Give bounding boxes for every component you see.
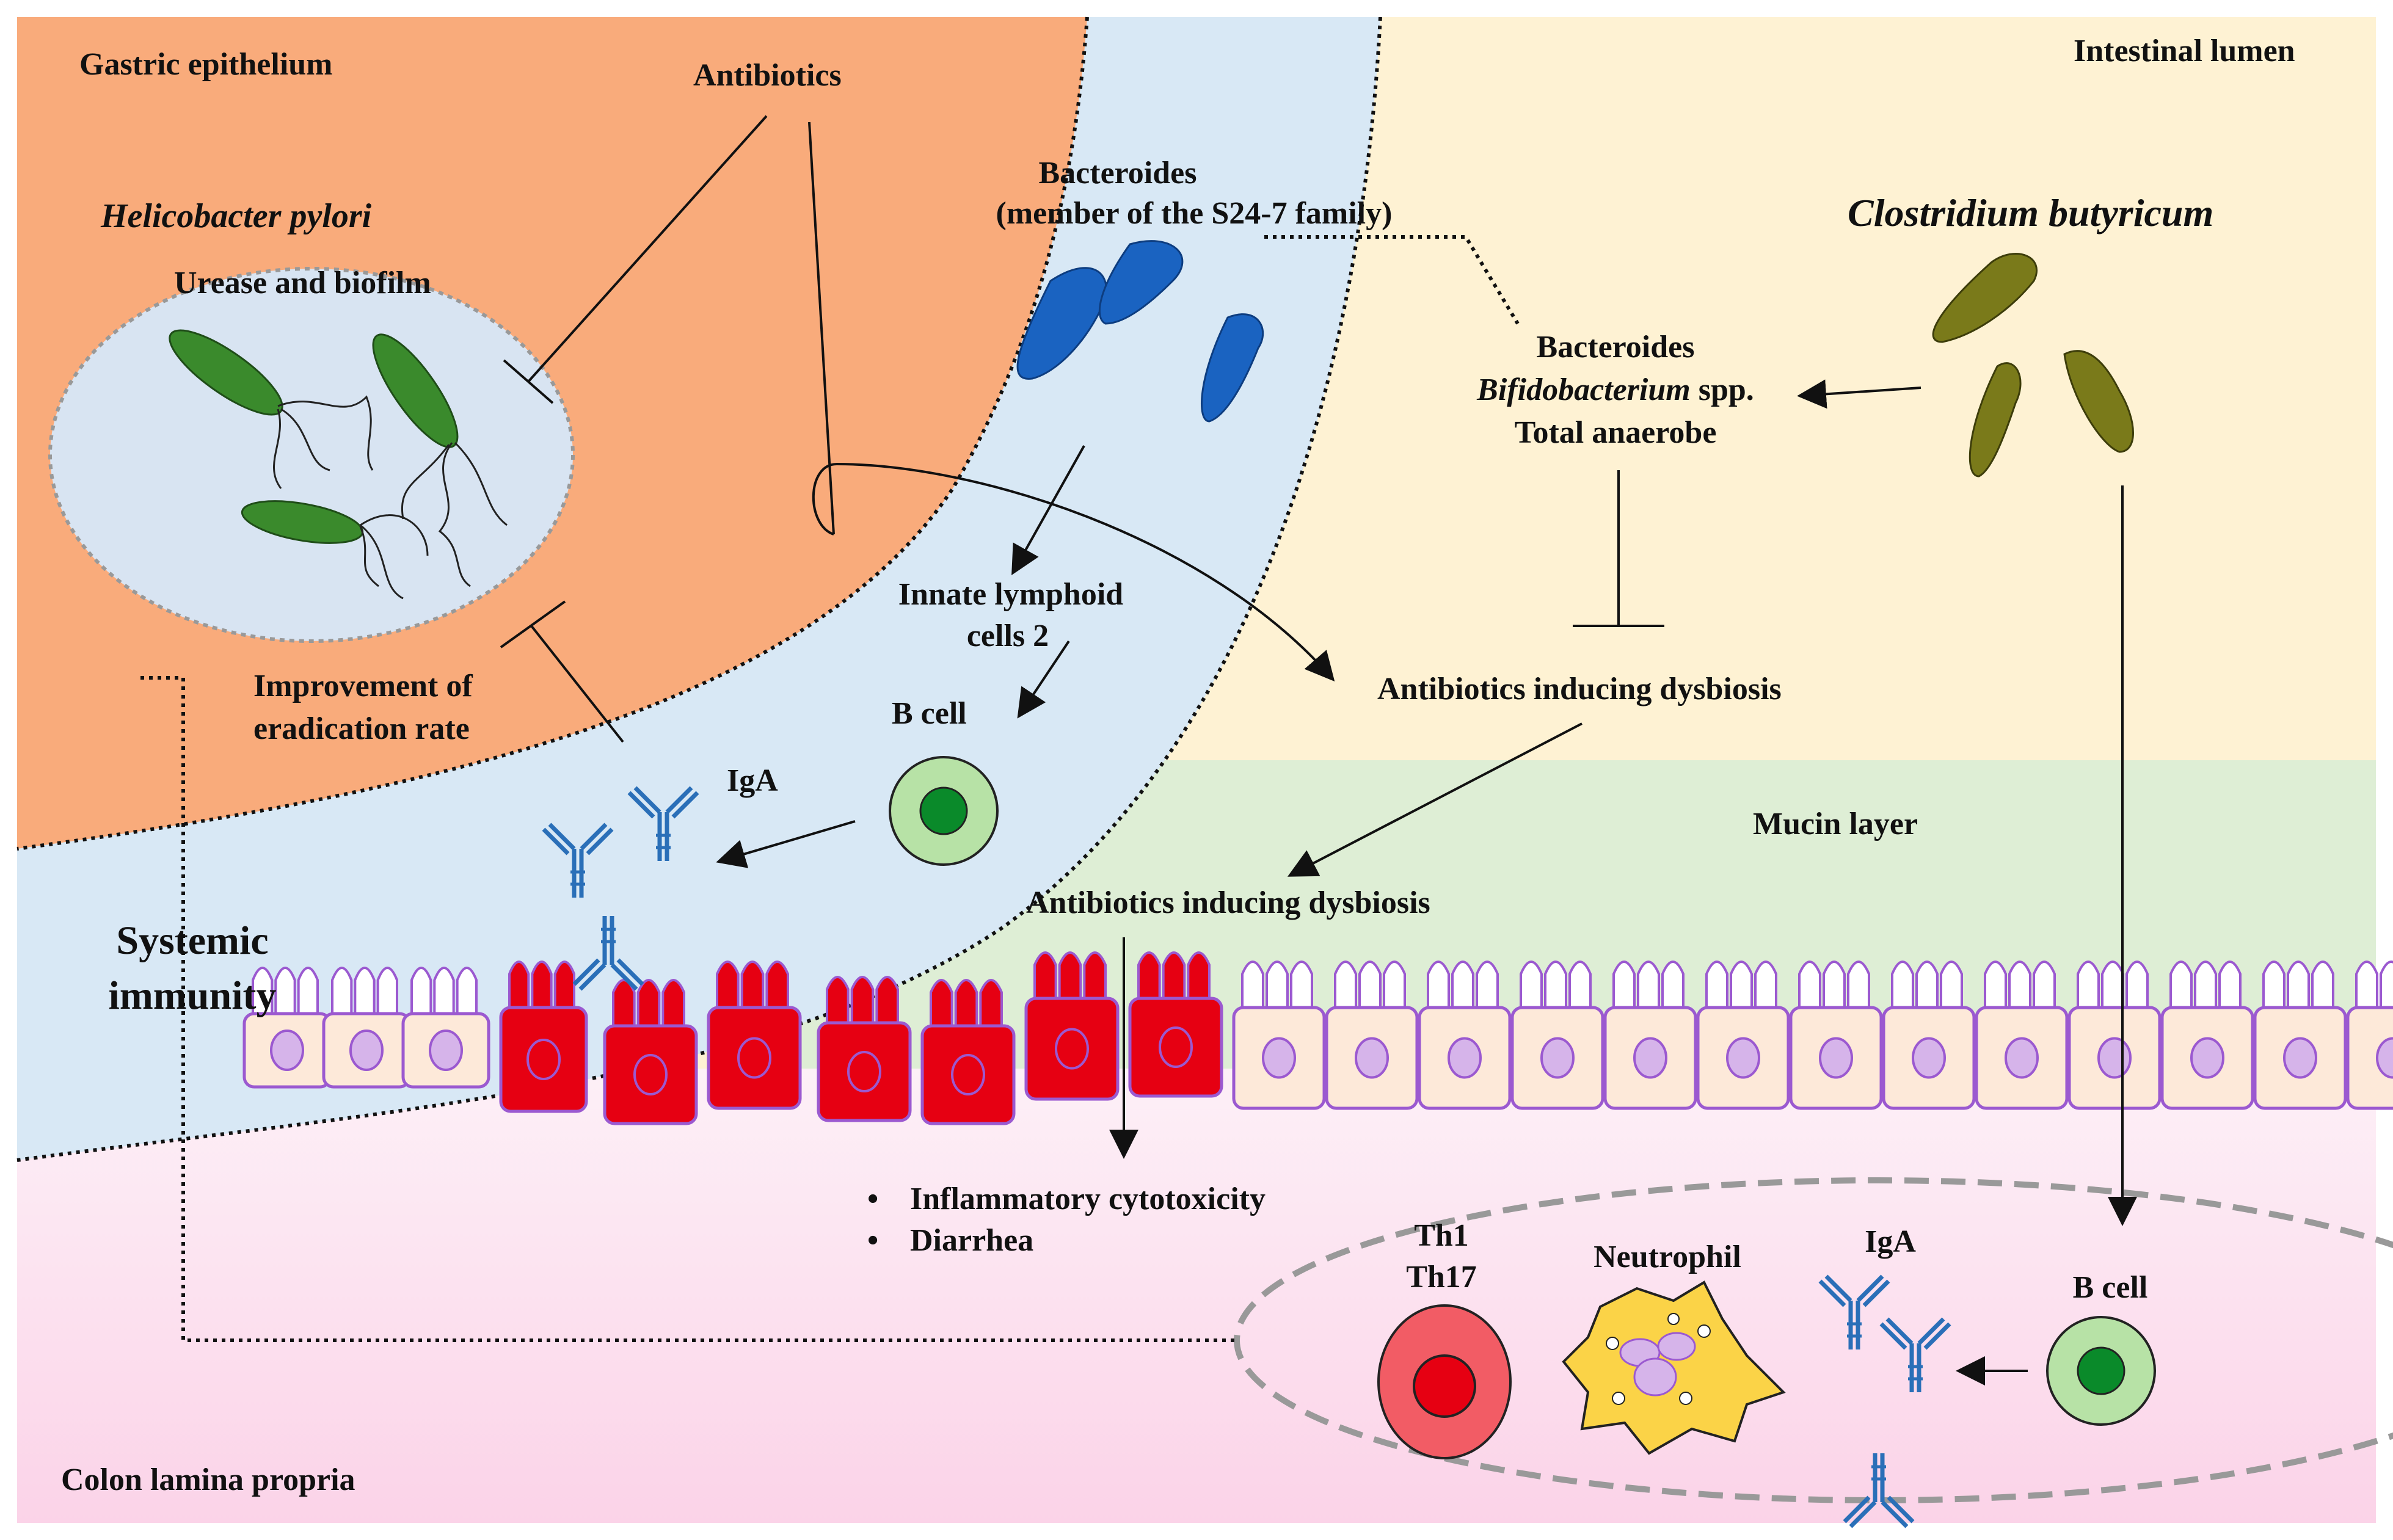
normal-cell bbox=[2253, 961, 2347, 1110]
normal-cell bbox=[2346, 961, 2393, 1110]
eradication-label-2: eradication rate bbox=[253, 711, 470, 746]
neutrophil bbox=[1562, 1280, 1786, 1455]
damaged-cell bbox=[1128, 951, 1223, 1098]
microbes-line-1: Bacteroides bbox=[1537, 330, 1695, 365]
normal-cell bbox=[1325, 961, 1419, 1110]
outcomes-list: • Inflammatory cytotoxicity • Diarrhea bbox=[867, 1182, 1266, 1258]
b-cell-top bbox=[889, 756, 999, 866]
ilc-label-1: Innate lymphoid bbox=[898, 577, 1124, 612]
flagella bbox=[273, 395, 508, 600]
bacteroides-bacteria bbox=[1016, 240, 1264, 423]
gastric-epithelium-label: Gastric epithelium bbox=[79, 47, 333, 82]
damaged-cell bbox=[1024, 951, 1120, 1101]
damaged-cell bbox=[707, 961, 802, 1110]
dotted-connectors bbox=[140, 235, 1520, 1342]
immune-ellipse bbox=[1234, 1177, 2393, 1503]
h-pylori-title: Helicobacter pylori bbox=[100, 197, 372, 235]
systemic-label-2: immunity bbox=[108, 973, 276, 1018]
b-cell-bottom-label: B cell bbox=[2073, 1270, 2148, 1305]
ilc-label-2: cells 2 bbox=[967, 619, 1049, 653]
b-cell-bottom bbox=[2046, 1316, 2156, 1426]
dysbiosis-upper-label: Antibiotics inducing dysbiosis bbox=[1377, 672, 1782, 706]
gastric-boundary bbox=[16, 16, 1089, 851]
eradication-label-1: Improvement of bbox=[253, 669, 473, 703]
iga-bottom-label: IgA bbox=[1865, 1224, 1916, 1259]
svg-text:•: • bbox=[867, 1182, 878, 1216]
iga-top-label: IgA bbox=[727, 763, 778, 798]
dysbiosis-lower-label: Antibiotics inducing dysbiosis bbox=[1026, 885, 1430, 920]
lamina-propria-label: Colon lamina propria bbox=[61, 1462, 355, 1497]
epithelial-cells-normal bbox=[242, 961, 2393, 1110]
microbes-line-3: Total anaerobe bbox=[1515, 415, 1717, 450]
connector-lines bbox=[500, 115, 2137, 1386]
normal-cell bbox=[1696, 961, 1790, 1110]
b-cell-top-label: B cell bbox=[892, 696, 967, 731]
systemic-label-1: Systemic bbox=[116, 918, 268, 963]
th-cell bbox=[1377, 1304, 1512, 1459]
normal-cell bbox=[1603, 961, 1697, 1110]
normal-cell bbox=[1975, 961, 2069, 1110]
normal-cell bbox=[1418, 961, 1512, 1110]
normal-cell bbox=[1882, 961, 1976, 1110]
intestinal-lumen-label: Intestinal lumen bbox=[2074, 34, 2295, 68]
normal-cell bbox=[322, 967, 411, 1089]
urease-biofilm-label: Urease and biofilm bbox=[174, 266, 431, 300]
normal-cell bbox=[1789, 961, 1883, 1110]
h-pylori-bacteria bbox=[169, 329, 459, 544]
antibiotics-label: Antibiotics bbox=[693, 58, 842, 93]
damaged-cell bbox=[817, 976, 912, 1122]
biofilm-ellipse bbox=[48, 267, 575, 643]
clostridium-bacteria bbox=[1932, 253, 2134, 478]
normal-cell bbox=[1510, 961, 1604, 1110]
svg-text:•: • bbox=[867, 1223, 878, 1258]
normal-cell bbox=[2067, 961, 2162, 1110]
neutrophil-label: Neutrophil bbox=[1594, 1240, 1741, 1274]
normal-cell bbox=[242, 967, 332, 1089]
outcome-inflammatory: Inflammatory cytotoxicity bbox=[910, 1182, 1266, 1216]
damaged-cell bbox=[499, 961, 588, 1113]
epithelial-cells-damaged bbox=[499, 951, 1223, 1125]
systemic-boundary bbox=[16, 16, 1382, 1162]
bacteroides-label-2: (member of the S24-7 family) bbox=[996, 196, 1393, 231]
outcome-diarrhea: Diarrhea bbox=[910, 1223, 1033, 1258]
normal-cell bbox=[401, 967, 490, 1089]
clostridium-title: Clostridium butyricum bbox=[1848, 191, 2213, 234]
th1-label: Th1 bbox=[1414, 1218, 1469, 1253]
normal-cell bbox=[1232, 961, 1326, 1110]
th17-label: Th17 bbox=[1406, 1260, 1477, 1295]
mucin-layer-label: Mucin layer bbox=[1753, 807, 1918, 841]
lamina-propria-region bbox=[17, 1069, 2376, 1523]
bacteroides-label-1: Bacteroides bbox=[1039, 156, 1197, 191]
microbes-line-2: Bifidobacterium spp. bbox=[1476, 372, 1754, 407]
damaged-cell bbox=[603, 979, 698, 1125]
damaged-cell bbox=[920, 979, 1016, 1125]
normal-cell bbox=[2160, 961, 2254, 1110]
